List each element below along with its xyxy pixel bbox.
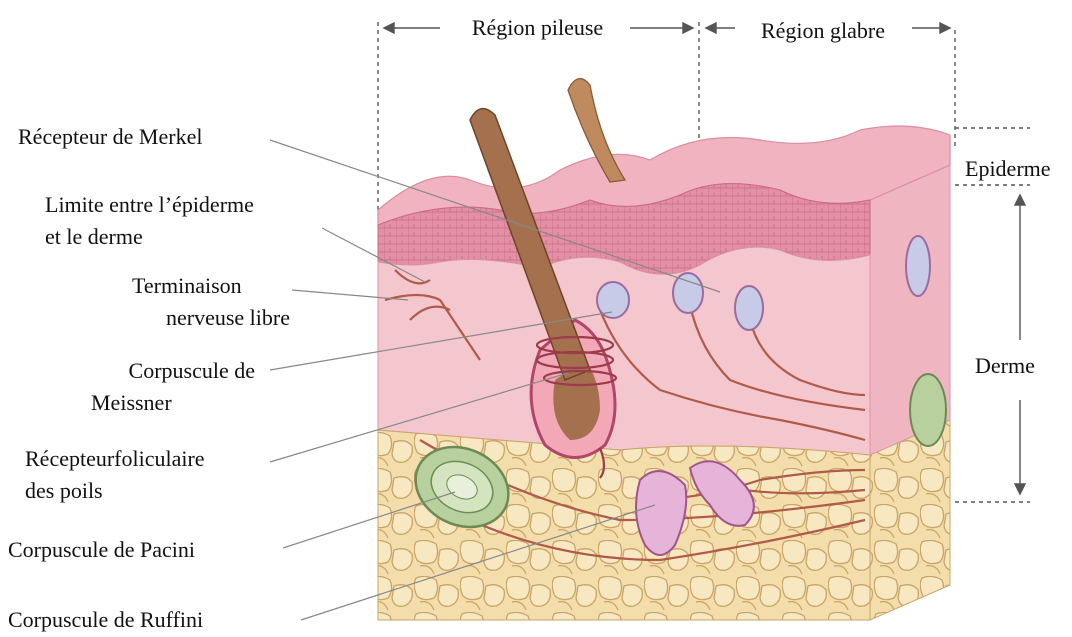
dermis-label: Derme xyxy=(975,352,1035,380)
free-nerve-ending-label: Terminaison nerveuse libre xyxy=(110,272,290,332)
boundary-label: Limite entre l’épiderme et le derme xyxy=(45,191,254,251)
follicular-line2: des poils xyxy=(25,477,205,505)
follicular-line1: Récepteurfoliculaire xyxy=(25,445,205,473)
meissner-line1: Corpuscule de xyxy=(85,357,255,385)
boundary-label-line1: Limite entre l’épiderme xyxy=(45,191,254,219)
pacini-corpuscle-label: Corpuscule de Pacini xyxy=(8,536,195,564)
merkel-receptor-label: Récepteur de Merkel xyxy=(18,123,202,151)
hairy-region-label: Région pileuse xyxy=(445,14,630,42)
free-nerve-ending-line2: nerveuse libre xyxy=(110,304,290,332)
epidermis-label: Epiderme xyxy=(965,155,1051,183)
meissner-corpuscle-label: Corpuscule de Meissner xyxy=(85,357,255,417)
boundary-label-line2: et le derme xyxy=(45,223,254,251)
meissner-line2: Meissner xyxy=(85,389,255,417)
hair-follicle-receptor-label: Récepteurfoliculaire des poils xyxy=(25,445,205,505)
ruffini-corpuscle-label: Corpuscule de Ruffini xyxy=(8,606,203,634)
glabrous-region-label: Région glabre xyxy=(735,17,911,45)
free-nerve-ending-line1: Terminaison xyxy=(110,272,290,300)
layer-brackets xyxy=(955,128,1030,502)
